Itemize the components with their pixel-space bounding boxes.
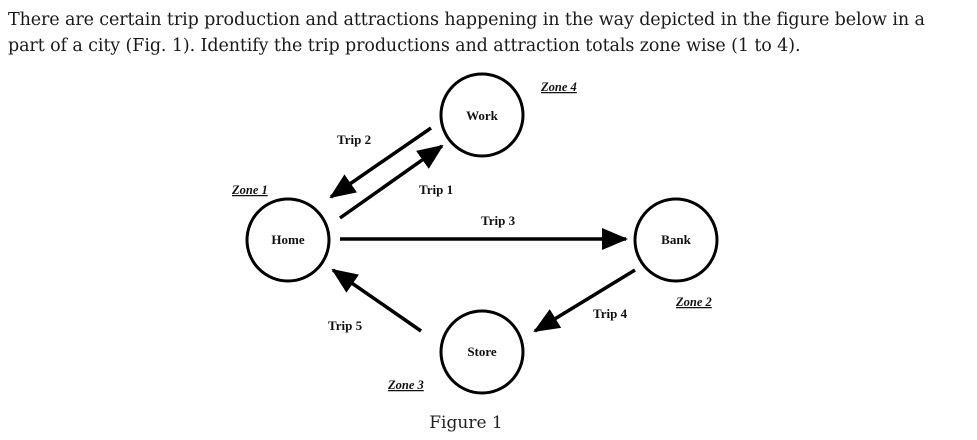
zone-label-2: Zone 2 <box>675 295 712 309</box>
trip-label-2: Trip 2 <box>337 132 371 147</box>
trip-label-4: Trip 4 <box>593 306 628 321</box>
zone-label-4: Zone 4 <box>540 80 577 94</box>
node-store: Store <box>439 309 525 395</box>
figure-caption: Figure 1 <box>429 413 502 433</box>
node-bank: Bank <box>633 197 719 283</box>
node-label-store: Store <box>467 344 497 359</box>
trip-5-arrow <box>331 268 422 333</box>
node-home: Home <box>245 197 331 283</box>
trip-1-arrow <box>338 144 444 220</box>
question-line-2: part of a city (Fig. 1). Identify the tr… <box>8 36 801 56</box>
zone-label-1: Zone 1 <box>231 183 268 197</box>
question-text: There are certain trip production and at… <box>8 7 973 59</box>
trip-label-5: Trip 5 <box>328 318 363 333</box>
node-label-work: Work <box>466 108 499 123</box>
trip-4-arrow <box>533 268 636 333</box>
node-label-home: Home <box>271 232 304 247</box>
zone-label-3: Zone 3 <box>387 378 424 392</box>
trip-2-arrow <box>329 126 432 199</box>
trip-label-1: Trip 1 <box>419 182 453 197</box>
trip-label-3: Trip 3 <box>481 213 516 228</box>
question-line-1: There are certain trip production and at… <box>8 10 925 30</box>
node-label-bank: Bank <box>661 232 691 247</box>
node-work: Work <box>439 72 525 158</box>
